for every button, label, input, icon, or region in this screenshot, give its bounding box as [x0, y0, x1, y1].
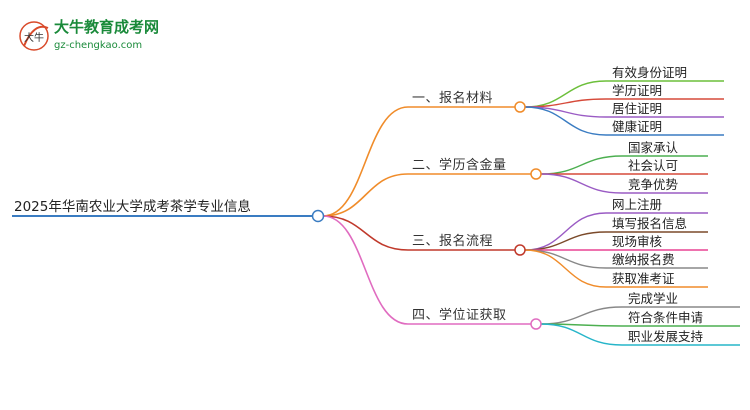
branch-3-leaf-4-label: 缴纳报名费 [612, 252, 675, 267]
branch-1-leaf-4-link [524, 106, 607, 136]
branch-3-link [322, 215, 409, 251]
branch-2-leaf-3-link [540, 173, 623, 194]
branch-3-leaf-1-link [524, 212, 607, 251]
logo-url: gz-chengkao.com [54, 40, 142, 51]
branch-1-leaf-3-label: 居住证明 [612, 101, 662, 116]
branch-3-leaf-3-label: 现场审核 [612, 234, 663, 249]
branch-4-leaf-3-link [540, 323, 623, 346]
logo-mark-icon: 大牛 [19, 21, 49, 51]
branch-1-leaf-1-label: 有效身份证明 [612, 65, 687, 80]
branch-1-leaf-4-label: 健康证明 [612, 119, 662, 134]
branch-3-leaf-2-label: 填写报名信息 [612, 216, 687, 231]
branch-2-link [322, 173, 409, 217]
logo-name: 大牛教育成考网 [54, 18, 159, 36]
branch-3-leaf-4-link [524, 249, 607, 269]
branch-2-label: 二、学历含金量 [412, 157, 507, 173]
branch-4-link [322, 215, 409, 325]
branch-4-leaf-3-label: 职业发展支持 [628, 329, 703, 344]
branch-1-dot [514, 101, 526, 113]
branch-2-dot [530, 168, 542, 180]
branch-2-leaf-1-label: 国家承认 [628, 140, 679, 155]
branch-2-leaf-1-link [540, 155, 623, 175]
logo: 大牛 大牛教育成考网 gz-chengkao.com [19, 18, 159, 51]
root-node-dot [311, 209, 325, 223]
branch-4-label: 四、学位证获取 [412, 307, 507, 323]
logo-mark-text: 大牛 [24, 31, 44, 44]
branch-3-dot [514, 244, 526, 256]
mindmap-links [12, 80, 740, 346]
branch-3-label: 三、报名流程 [412, 233, 493, 249]
branch-1-label: 一、报名材料 [412, 90, 493, 106]
branch-1-leaf-2-label: 学历证明 [612, 83, 662, 98]
branch-3-leaf-5-link [524, 249, 607, 288]
branch-2-leaf-3-label: 竞争优势 [628, 177, 679, 192]
branch-4-leaf-1-link [540, 306, 623, 325]
branch-3-leaf-5-label: 获取准考证 [612, 271, 675, 286]
branch-3-leaf-1-label: 网上注册 [612, 197, 662, 212]
branch-3-leaf-2-link [524, 231, 607, 251]
root-label: 2025年华南农业大学成考茶学专业信息 [14, 198, 251, 215]
branch-4-leaf-2-label: 符合条件申请 [628, 310, 703, 325]
branch-2-leaf-2-label: 社会认可 [628, 158, 678, 173]
branch-4-leaf-1-label: 完成学业 [628, 291, 678, 306]
branch-1-link [322, 106, 409, 217]
mindmap-nodes: 2025年华南农业大学成考茶学专业信息 一、报名材料 有效身份证明学历证明居住证明健… [14, 65, 703, 344]
branch-4-dot [530, 318, 542, 330]
